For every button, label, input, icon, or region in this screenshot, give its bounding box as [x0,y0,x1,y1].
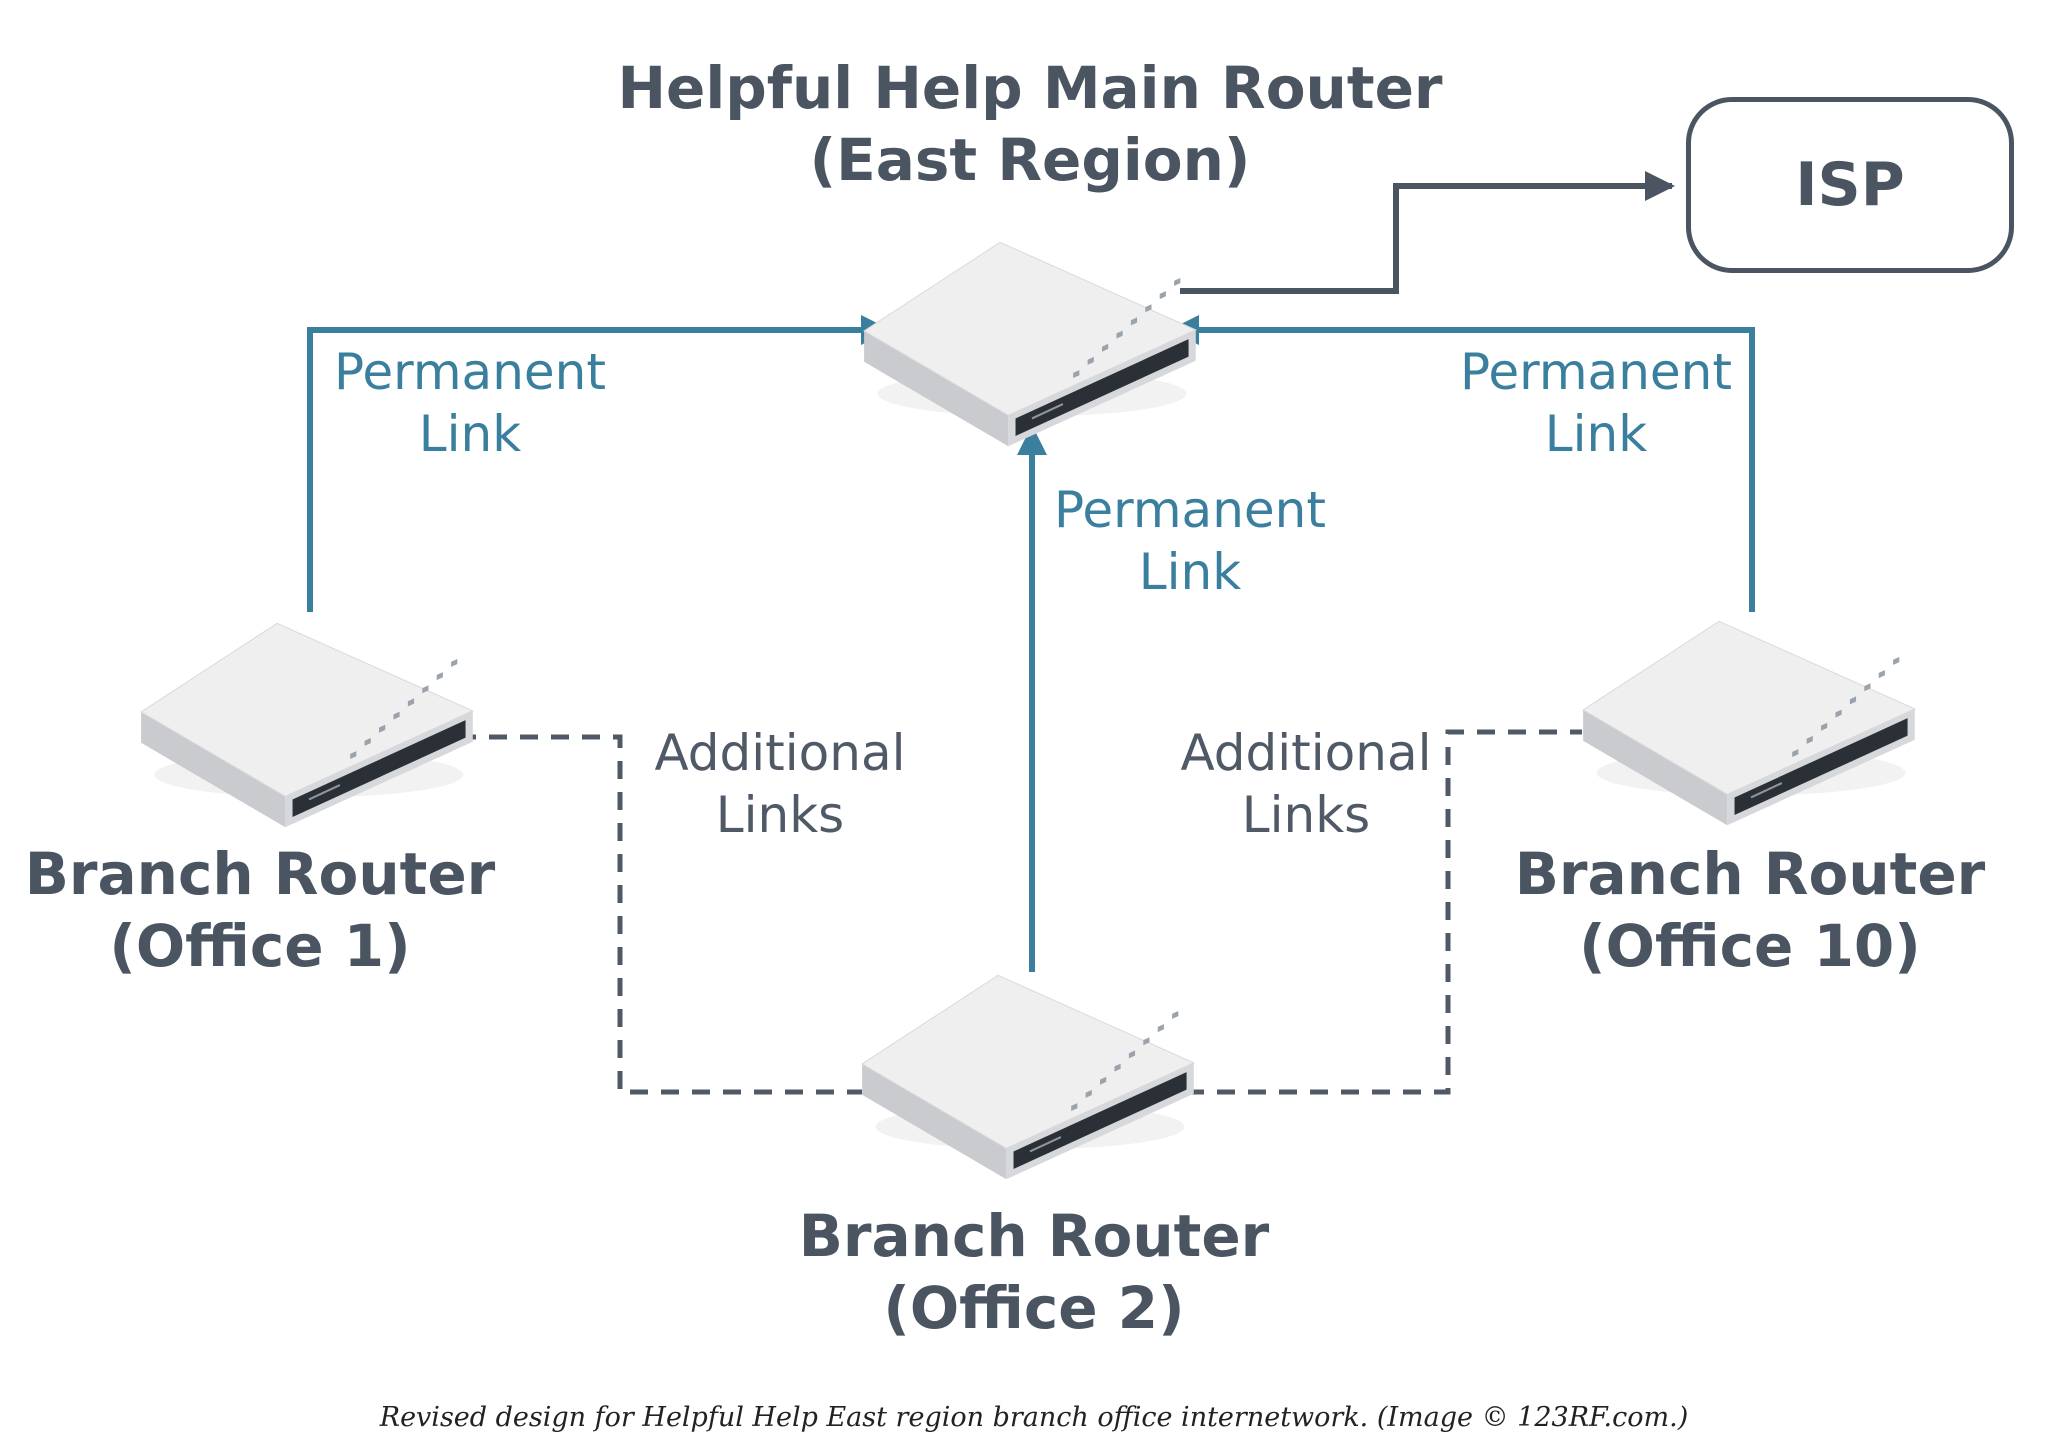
permanent-link-left-label-line1: Permanent [334,343,606,401]
main-router-label-line1: Helpful Help Main Router [617,54,1443,122]
branch-router-office10-icon [1582,620,1917,826]
branch-router-office1-icon [140,622,475,828]
branch-office10-label-line1: Branch Router [1514,840,1986,908]
main-router-label: Helpful Help Main Router (East Region) [560,52,1500,196]
additional-links-right-label: Additional Links [1146,722,1466,846]
branch-office10-label: Branch Router (Office 10) [1500,838,2000,982]
additional-links-left-label-line1: Additional [654,724,906,782]
additional-links-right-label-line1: Additional [1180,724,1432,782]
permanent-link-office1 [307,315,891,612]
branch-office1-label-line1: Branch Router [24,840,496,908]
permanent-link-center-label-line2: Link [1138,543,1242,601]
permanent-link-center-label: Permanent Link [1030,479,1350,603]
branch-office1-label: Branch Router (Office 1) [20,838,500,982]
branch-office1-label-line2: (Office 1) [109,912,411,980]
permanent-link-left-label: Permanent Link [310,341,630,465]
branch-office2-label-line1: Branch Router [798,1202,1270,1270]
isp-link [1180,171,1675,294]
isp-label: ISP [1795,150,1905,220]
branch-office2-label-line2: (Office 2) [883,1274,1185,1342]
permanent-link-center-label-line1: Permanent [1054,481,1326,539]
isp-node: ISP [1686,97,2014,273]
permanent-link-left-label-line2: Link [418,405,522,463]
additional-links-right-label-line2: Links [1241,786,1371,844]
permanent-link-right-label-line2: Link [1544,405,1648,463]
branch-router-office2-icon [861,974,1196,1180]
additional-links-left-label: Additional Links [620,722,940,846]
branch-office2-label: Branch Router (Office 2) [784,1200,1284,1344]
additional-link-office1-office2 [458,734,862,1095]
permanent-link-right-label: Permanent Link [1436,341,1756,465]
branch-office10-label-line2: (Office 10) [1579,912,1921,980]
permanent-link-office10 [1169,315,1755,612]
additional-link-office2-office10 [1186,729,1582,1095]
main-router-icon [863,241,1198,447]
permanent-link-right-label-line1: Permanent [1460,343,1732,401]
main-router-label-line2: (East Region) [809,126,1251,194]
figure-caption: Revised design for Helpful Help East reg… [379,1402,1689,1433]
additional-links-left-label-line2: Links [715,786,845,844]
